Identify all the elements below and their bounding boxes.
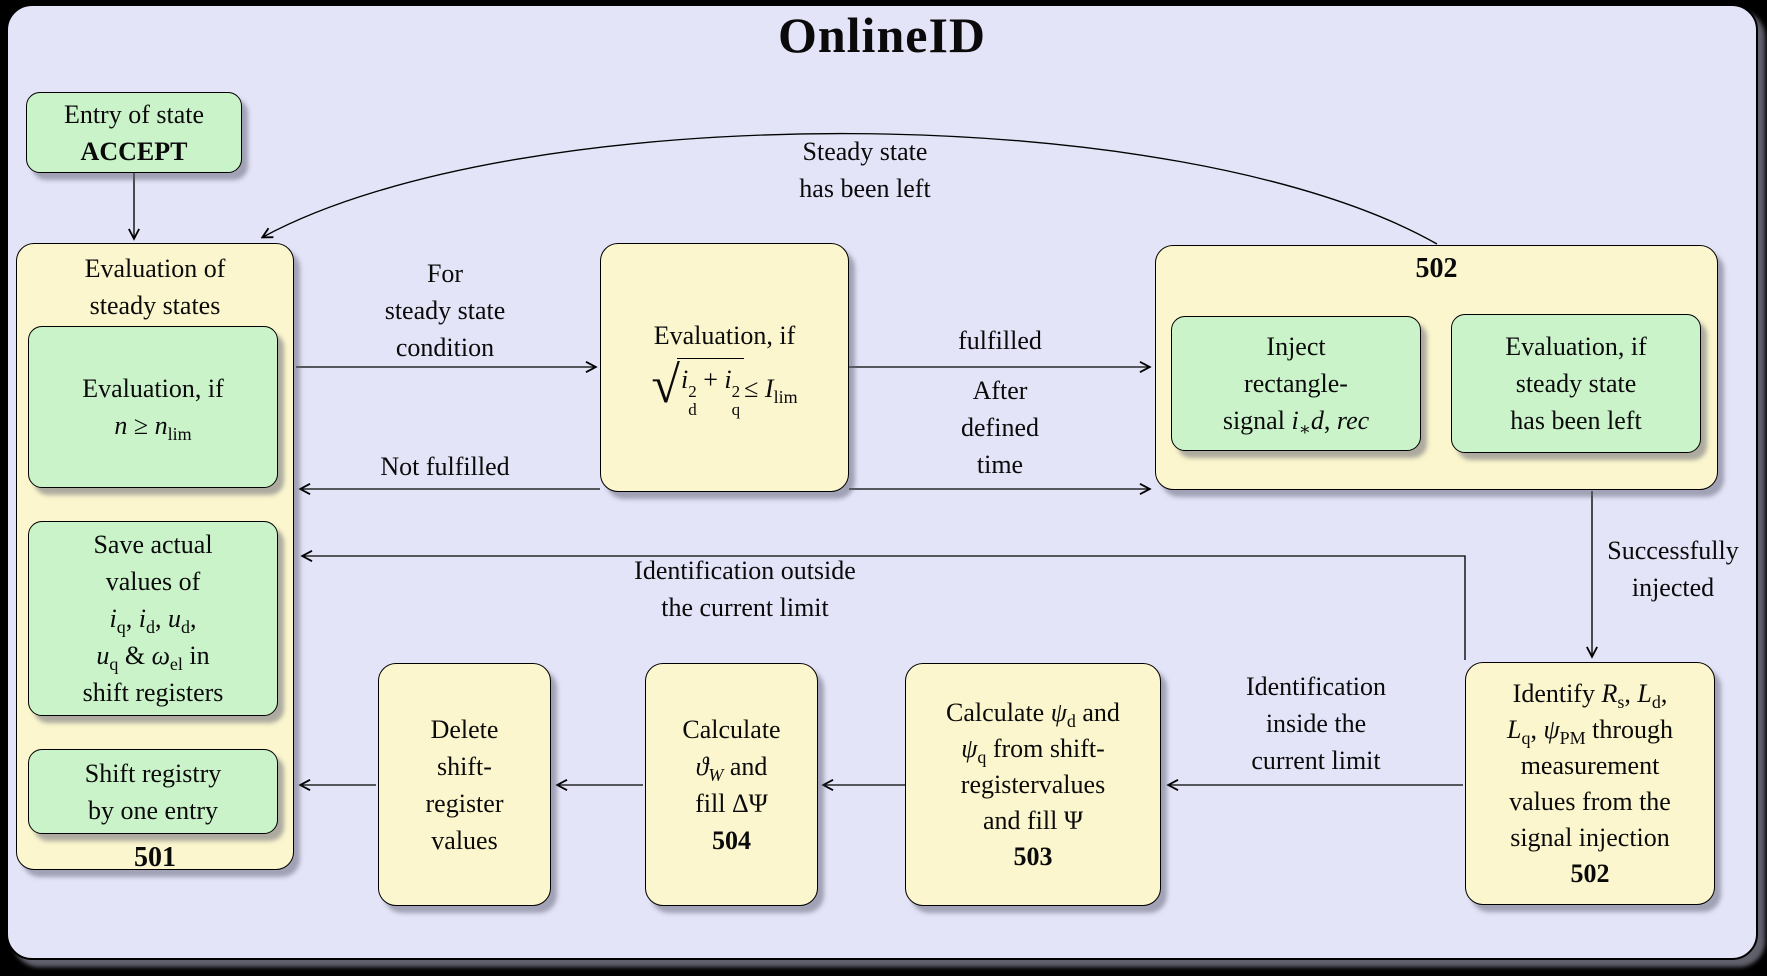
label-501: 501 [134,842,176,873]
sqrt-symbol: √ [651,357,680,414]
current-eval-line: Evaluation, if [653,321,796,351]
edge-label-not-fulfilled: Not fulfilled [380,452,510,481]
diagram-title: OnlineID [777,7,987,63]
edge-label-fulfilled: fulfilled [958,326,1042,355]
label-502: 502 [1415,253,1458,284]
